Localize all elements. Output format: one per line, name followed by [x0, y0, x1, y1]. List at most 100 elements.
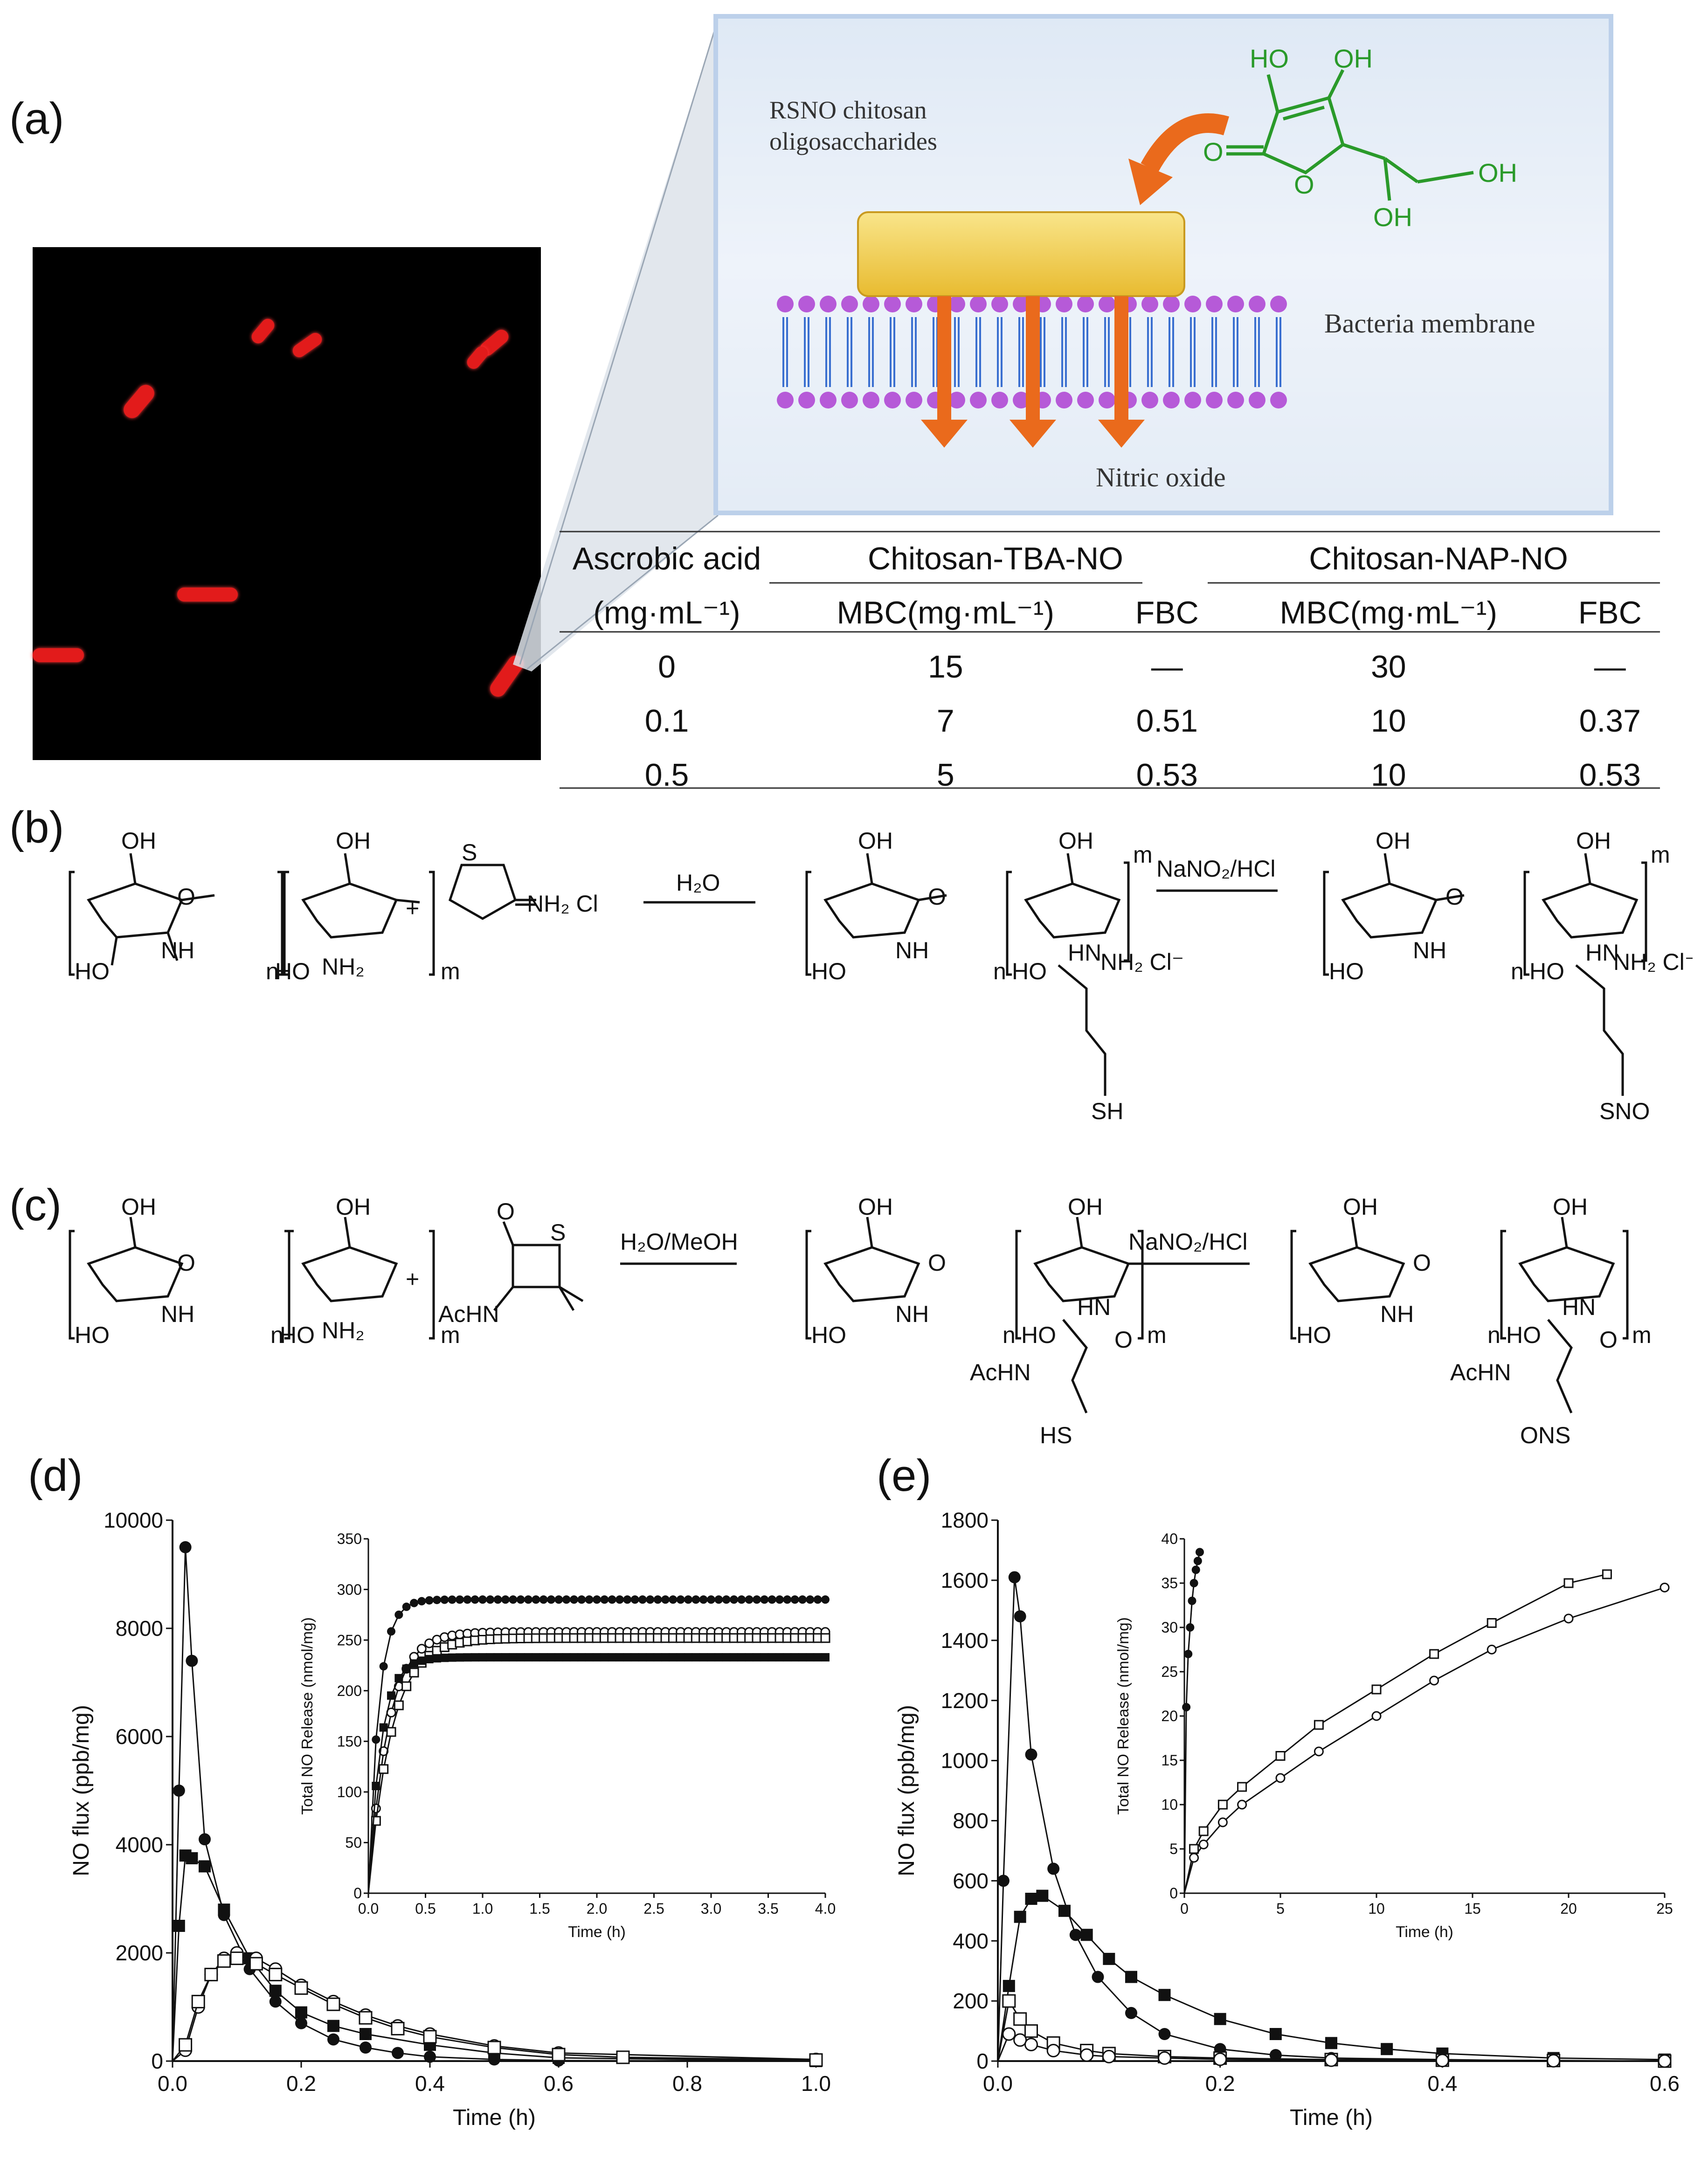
data-point [669, 1595, 678, 1604]
y-tick-label: 100 [337, 1784, 362, 1800]
y-tick-label: 30 [1161, 1619, 1178, 1636]
data-point [359, 2011, 373, 2025]
data-point [440, 1654, 449, 1662]
data-point [608, 1653, 616, 1662]
data-point [997, 1875, 1010, 1887]
y-tick-label: 20 [1161, 1708, 1178, 1724]
data-point [737, 1653, 746, 1662]
label-ho: HO [811, 1322, 846, 1348]
data-point [783, 1595, 792, 1604]
label-ons: ONS [1520, 1422, 1570, 1448]
table-cell: 7 [936, 703, 954, 739]
data-point [1237, 1782, 1247, 1792]
data-point [433, 1654, 441, 1663]
data-point [269, 1985, 282, 1997]
data-point [391, 2021, 405, 2035]
label-oh: OH [1343, 1194, 1378, 1220]
label-oh: OH [858, 828, 893, 854]
label-achn: AcHN [438, 1301, 499, 1327]
data-point [691, 1595, 700, 1604]
label-m: m [441, 958, 460, 984]
data-point [440, 1595, 449, 1604]
data-point [1189, 1853, 1199, 1863]
x-tick-label: 0.6 [544, 2071, 574, 2096]
data-point [1314, 1746, 1324, 1757]
data-point [1014, 1610, 1026, 1623]
ho-label: HO [1250, 44, 1289, 73]
table-row: 0.1 7 0.51 10 0.37 [560, 694, 1660, 748]
data-point [809, 2053, 823, 2067]
data-point [402, 1602, 411, 1611]
data-point [1217, 1817, 1228, 1827]
data-point [1036, 1889, 1049, 1902]
lipid-head [991, 296, 1008, 312]
data-point [470, 1653, 479, 1662]
series-line [172, 1855, 816, 2062]
panel-label-d: (d) [28, 1451, 83, 1501]
data-point [1217, 1799, 1228, 1810]
panel-label-a: (a) [9, 94, 64, 144]
data-point [684, 1653, 692, 1662]
lipid-head [1206, 296, 1223, 312]
table-header-unit: (mg·mL⁻¹) [593, 595, 740, 630]
data-point [730, 1653, 738, 1662]
table-header-fbc2: FBC [1578, 595, 1642, 630]
data-point [1324, 2053, 1338, 2067]
label-n: n [993, 958, 1006, 984]
label-ho: HO [275, 958, 310, 984]
x-tick-label: 20 [1560, 1900, 1577, 1917]
x-tick-label: 2.0 [587, 1900, 607, 1917]
x-tick-label: 0 [1180, 1900, 1189, 1917]
label-m: m [1133, 842, 1153, 868]
lipid-head [863, 392, 879, 408]
data-point [669, 1653, 678, 1662]
data-point [401, 1681, 412, 1691]
lipid-head [1163, 392, 1180, 408]
data-point [470, 1595, 479, 1604]
data-point [392, 2047, 404, 2059]
data-point [638, 1595, 647, 1604]
lipid-head [1099, 296, 1115, 312]
no-release-scheme: RSNO chitosan oligosaccharides Bacteria … [713, 14, 1613, 515]
label-nh: NH [895, 937, 929, 963]
data-point [179, 1541, 192, 1553]
table-header-fbc1: FBC [1135, 595, 1199, 630]
series-line [367, 1656, 825, 1894]
y-tick-label: 0 [151, 2049, 163, 2073]
y-tick-label: 15 [1161, 1752, 1178, 1769]
rsno-label-line1: RSNO chitosan [769, 96, 927, 124]
data-point [218, 1903, 230, 1916]
data-point [360, 2041, 372, 2054]
x-tick-label: 0.0 [983, 2071, 1013, 2096]
data-point [394, 1610, 403, 1619]
reagent-nano2-hcl: NaNO₂/HCl [1156, 856, 1276, 882]
label-o: O [1599, 1327, 1618, 1353]
y-tick-label: 1600 [941, 1568, 989, 1592]
y-tick-label: 0 [353, 1885, 362, 1902]
data-point [199, 1833, 211, 1846]
data-point [1371, 1711, 1382, 1721]
label-hn: HN [1068, 940, 1101, 966]
label-oh: OH [1576, 828, 1611, 854]
data-point [186, 1852, 198, 1864]
data-point [433, 1596, 441, 1605]
data-point [798, 1595, 807, 1604]
label-hn: HN [1562, 1294, 1596, 1320]
table-header-mbc2: MBC(mg·mL⁻¹) [1279, 595, 1498, 630]
data-point [1024, 2024, 1038, 2038]
x-tick-label: 0.6 [1650, 2071, 1680, 2096]
y-tick-label: 25 [1161, 1663, 1178, 1680]
lipid-head [841, 296, 858, 312]
label-n: n [1511, 958, 1524, 984]
lipid-head [884, 296, 901, 312]
label-nh2: NH₂ [322, 954, 365, 980]
data-point [1158, 2051, 1171, 2065]
x-tick-label: 2.5 [643, 1900, 664, 1917]
data-point [813, 1595, 822, 1604]
data-point [1058, 1904, 1071, 1917]
x-tick-label: 0.4 [415, 2071, 445, 2096]
label-achn: AcHN [970, 1359, 1031, 1385]
data-point [1158, 1989, 1171, 2001]
y-tick-label: 4000 [116, 1833, 163, 1857]
data-point [790, 1653, 799, 1662]
